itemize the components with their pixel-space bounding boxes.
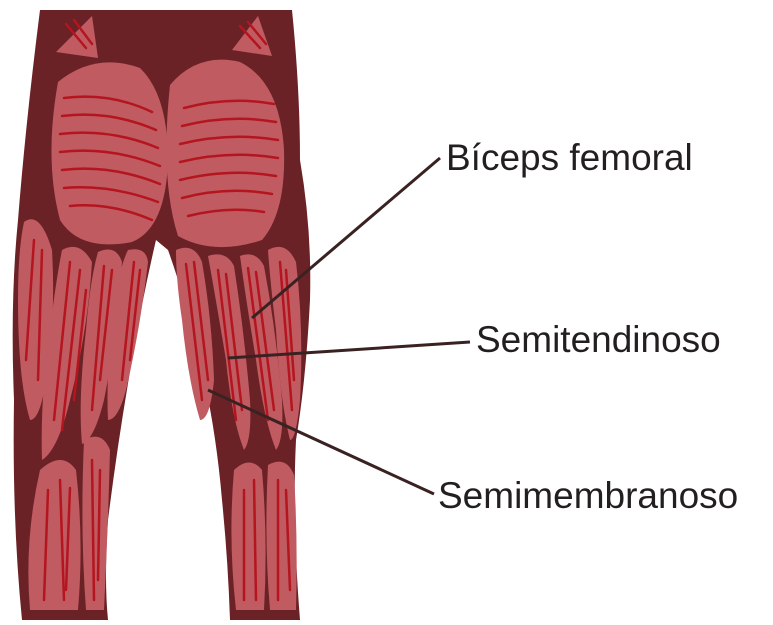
label-semitendinoso: Semitendinoso [476, 319, 721, 360]
right-gluteus [166, 60, 284, 247]
labels: Bíceps femoral Semitendinoso Semimembran… [438, 137, 738, 516]
right-lower-muscle-2 [266, 462, 296, 610]
label-semimembranoso: Semimembranoso [438, 475, 738, 516]
right-lower-muscle [231, 463, 265, 611]
label-biceps-femoral: Bíceps femoral [446, 137, 693, 178]
